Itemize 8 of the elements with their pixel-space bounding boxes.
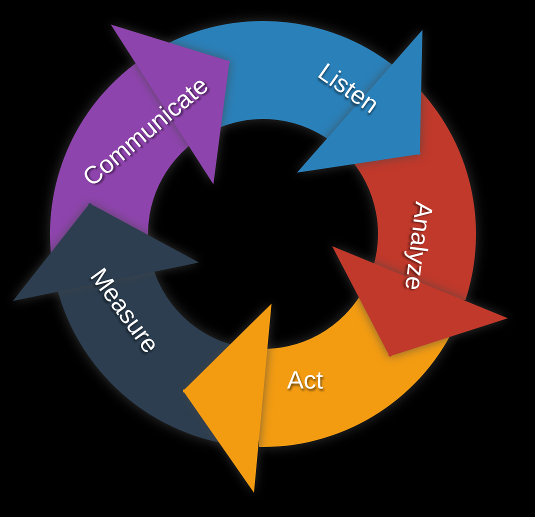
arrow <box>297 30 422 173</box>
arrow <box>110 24 230 184</box>
curved-arrow-segment <box>259 297 450 447</box>
segment-label: Analyze <box>400 200 436 292</box>
arrow <box>12 203 199 302</box>
arrow <box>332 246 508 357</box>
segment-label: Act <box>286 368 324 394</box>
arrow <box>182 304 272 493</box>
